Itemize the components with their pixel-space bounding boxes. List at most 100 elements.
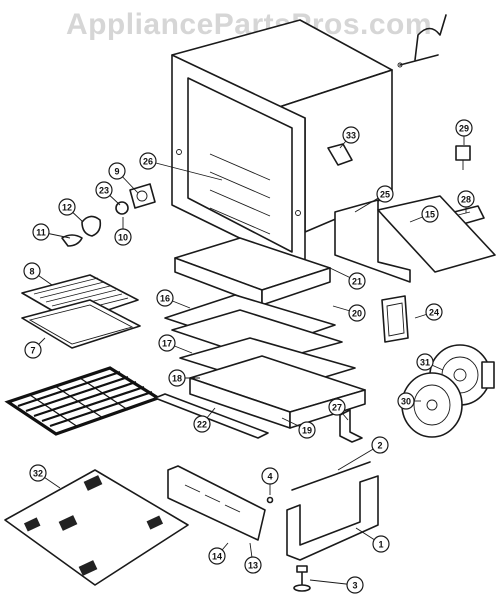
callout-17[interactable]: 17 (158, 334, 193, 354)
callout-18[interactable]: 18 (168, 369, 200, 387)
callout-number: 19 (302, 426, 312, 436)
callout-28[interactable]: 28 (457, 190, 475, 213)
callout-29[interactable]: 29 (455, 119, 473, 145)
callout-number: 23 (99, 186, 109, 196)
callout-number: 33 (346, 131, 356, 141)
part-24-shield (381, 295, 409, 343)
callout-13[interactable]: 13 (244, 542, 262, 574)
callout-bubble[interactable] (208, 547, 226, 565)
callout-bubble[interactable] (168, 369, 186, 387)
callout-bubble[interactable] (156, 289, 174, 307)
callout-number: 15 (425, 210, 435, 220)
callout-number: 22 (197, 420, 207, 430)
callout-1[interactable]: 1 (355, 527, 390, 553)
callout-number: 28 (461, 195, 471, 205)
callout-25[interactable]: 25 (354, 185, 394, 213)
callout-bubble[interactable] (328, 398, 346, 416)
callout-8[interactable]: 8 (23, 262, 53, 286)
part-19-drawer (189, 355, 366, 429)
callout-24[interactable]: 24 (414, 303, 443, 321)
callout-12[interactable]: 12 (58, 198, 84, 223)
callout-23[interactable]: 23 (95, 181, 121, 206)
callout-number: 16 (160, 294, 170, 304)
callout-19[interactable]: 19 (281, 417, 316, 439)
callout-27[interactable]: 27 (328, 398, 349, 421)
callout-bubble[interactable] (342, 126, 360, 144)
callout-33[interactable]: 33 (339, 126, 360, 149)
callout-bubble[interactable] (24, 341, 42, 359)
part-7-broiler-pan (21, 299, 141, 349)
callout-bubble[interactable] (95, 181, 113, 199)
part-25-side-panel (334, 199, 411, 283)
callout-bubble[interactable] (348, 304, 366, 322)
part-4-screw (266, 496, 274, 504)
callout-30[interactable]: 30 (397, 392, 421, 410)
callout-number: 2 (377, 441, 382, 451)
callout-bubble[interactable] (261, 467, 279, 485)
callout-bubble[interactable] (298, 421, 316, 439)
callout-number: 12 (62, 203, 72, 213)
callout-bubble[interactable] (372, 535, 390, 553)
callout-4[interactable]: 4 (261, 467, 279, 495)
callout-22[interactable]: 22 (193, 407, 216, 433)
callout-bubble[interactable] (29, 464, 47, 482)
callout-32[interactable]: 32 (29, 464, 61, 489)
callout-number: 24 (429, 308, 439, 318)
callout-31[interactable]: 31 (416, 353, 444, 371)
callout-bubble[interactable] (348, 272, 366, 290)
callout-bubble[interactable] (421, 205, 439, 223)
callout-bubble[interactable] (457, 190, 475, 208)
callout-bubble[interactable] (23, 262, 41, 280)
callout-15[interactable]: 15 (409, 205, 439, 223)
wire-harness (397, 14, 447, 68)
callout-number: 25 (380, 190, 390, 200)
callout-group: 1234789101112131415161718192021222324252… (23, 119, 475, 594)
callout-11[interactable]: 11 (32, 223, 71, 241)
callout-26[interactable]: 26 (139, 152, 223, 181)
part-22-trim (154, 393, 269, 439)
part-2-rod (291, 461, 371, 491)
callout-7[interactable]: 7 (24, 337, 46, 359)
callout-20[interactable]: 20 (332, 304, 366, 322)
callout-bubble[interactable] (416, 353, 434, 371)
callout-number: 20 (352, 309, 362, 319)
part-32-mesh-panel (4, 469, 189, 586)
callout-bubble[interactable] (32, 223, 50, 241)
callout-bubble[interactable] (397, 392, 415, 410)
callout-9[interactable]: 9 (108, 162, 139, 194)
part-9-receptacle (129, 183, 156, 209)
callout-number: 4 (267, 472, 272, 482)
callout-10[interactable]: 10 (114, 217, 132, 246)
callout-bubble[interactable] (244, 556, 262, 574)
callout-3[interactable]: 3 (309, 576, 364, 594)
callout-bubble[interactable] (108, 162, 126, 180)
callout-bubble[interactable] (193, 415, 211, 433)
callout-bubble[interactable] (139, 152, 157, 170)
callout-bubble[interactable] (58, 198, 76, 216)
callout-bubble[interactable] (346, 576, 364, 594)
callout-number: 9 (114, 167, 119, 177)
part-23-socket (115, 201, 129, 215)
callout-bubble[interactable] (158, 334, 176, 352)
callout-21[interactable]: 21 (329, 267, 366, 290)
part-27-bracket (339, 409, 363, 443)
callout-bubble[interactable] (425, 303, 443, 321)
callout-16[interactable]: 16 (156, 289, 191, 309)
callout-bubble[interactable] (376, 185, 394, 203)
callout-bubble[interactable] (371, 436, 389, 454)
callout-number: 11 (36, 228, 46, 238)
callout-number: 21 (352, 277, 362, 287)
part-33-clip (327, 143, 353, 166)
callout-bubble[interactable] (114, 228, 132, 246)
callout-number: 26 (143, 157, 153, 167)
oven-rack (4, 366, 162, 436)
callout-number: 30 (401, 397, 411, 407)
callout-2[interactable]: 2 (337, 436, 389, 471)
callout-bubble[interactable] (455, 119, 473, 137)
callout-number: 14 (212, 552, 222, 562)
callout-number: 13 (248, 561, 258, 571)
callout-14[interactable]: 14 (208, 542, 229, 565)
part-29-switch (455, 145, 471, 170)
callout-number: 18 (172, 374, 182, 384)
